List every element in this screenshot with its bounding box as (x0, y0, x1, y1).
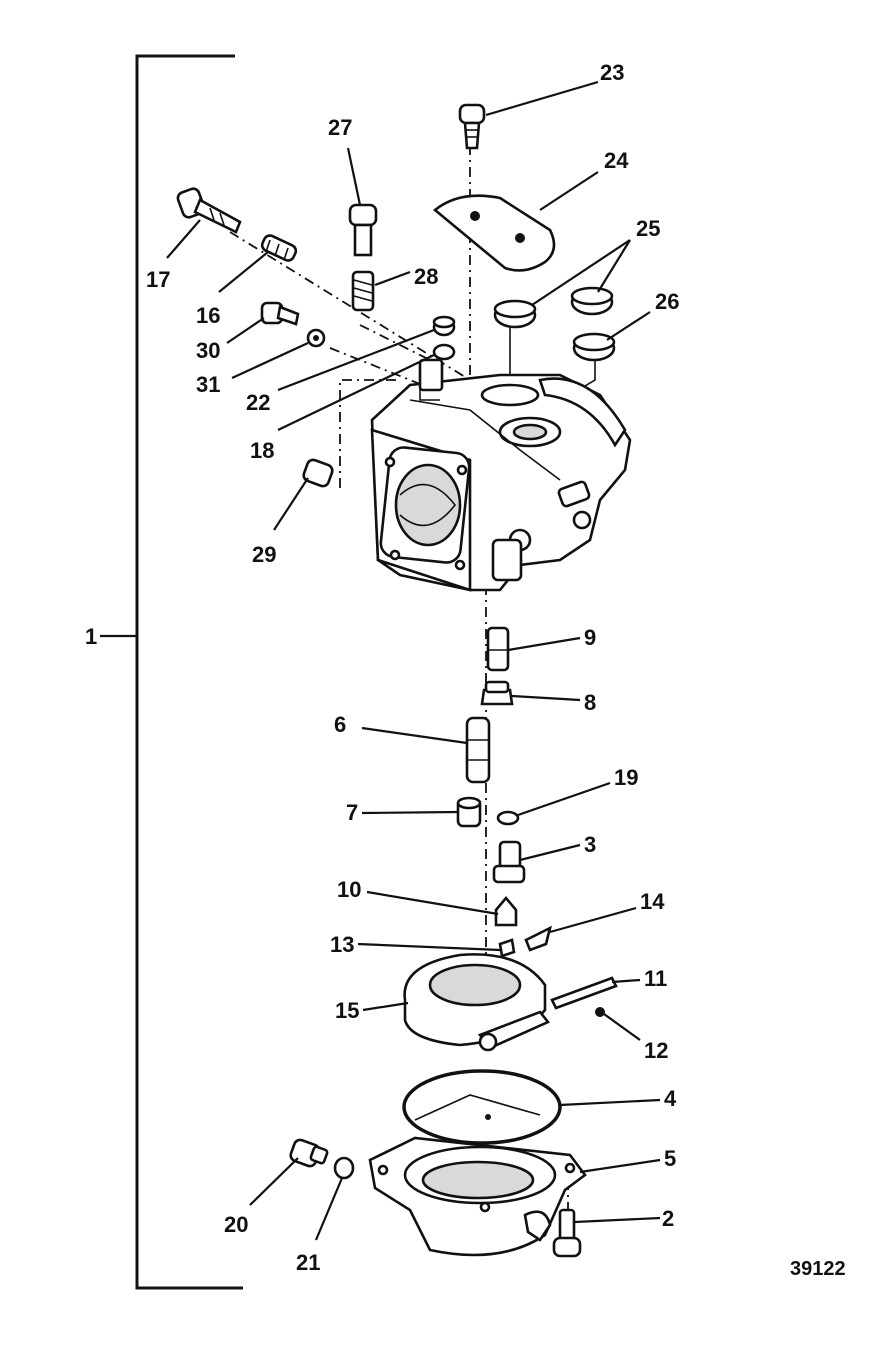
callout-6: 6 (334, 712, 346, 737)
callout-27: 27 (328, 115, 352, 140)
callout-21: 21 (296, 1250, 320, 1275)
callout-26: 26 (655, 289, 679, 314)
jet-holder-8 (480, 680, 514, 706)
callout-7: 7 (346, 800, 358, 825)
float-pin-11 (550, 976, 618, 1010)
callout-9: 9 (584, 625, 596, 650)
plug-22 (432, 315, 456, 337)
screw-23 (458, 103, 486, 150)
screw-27 (348, 203, 378, 257)
float-bowl-gasket-4 (402, 1069, 562, 1145)
screw-2 (552, 1208, 582, 1258)
clip-13 (498, 938, 516, 958)
fitting-29 (302, 458, 334, 488)
drain-screw-20 (289, 1138, 329, 1168)
callout-3: 3 (584, 832, 596, 857)
screw-12 (595, 1007, 605, 1017)
callout-17: 17 (146, 267, 170, 292)
float-arm-tab-14 (524, 925, 552, 952)
float-15 (403, 953, 551, 1052)
callout-11: 11 (644, 966, 667, 991)
emulsion-tube-6 (465, 716, 491, 784)
callout-22: 22 (246, 390, 270, 415)
pilot-jet-7 (456, 796, 482, 828)
callout-12: 12 (644, 1038, 668, 1063)
alignment-lines (229, 145, 596, 1220)
callout-28: 28 (414, 264, 438, 289)
leader-lines (166, 80, 661, 1241)
callout-19: 19 (614, 765, 638, 790)
figure-number: 39122 (790, 1258, 846, 1280)
callout-18: 18 (250, 438, 274, 463)
callout-14: 14 (640, 889, 665, 914)
callout-1: 1 (85, 624, 97, 649)
callout-20: 20 (224, 1212, 248, 1237)
float-bowl-5 (368, 1136, 587, 1257)
callout-15: 15 (335, 998, 359, 1023)
callout-31: 31 (196, 372, 220, 397)
washer-31 (306, 328, 326, 348)
callout-13: 13 (330, 932, 354, 957)
plug-26 (572, 332, 616, 362)
plugs-25 (493, 286, 614, 329)
callout-16: 16 (196, 303, 220, 328)
callout-29: 29 (252, 542, 276, 567)
callout-8: 8 (584, 690, 596, 715)
callout-10: 10 (337, 877, 361, 902)
callout-25: 25 (636, 216, 660, 241)
callout-23: 23 (600, 60, 624, 85)
gasket-21 (333, 1156, 355, 1180)
callout-2: 2 (662, 1206, 674, 1231)
pilot-screw-17 (176, 187, 242, 234)
callout-24: 24 (604, 148, 629, 173)
needle-valve-10 (494, 895, 518, 927)
carburetor-body (370, 358, 632, 592)
assembly-bracket (100, 54, 243, 1290)
callout-5: 5 (664, 1146, 676, 1171)
callout-labels: 1 2 3 4 5 6 7 8 9 10 11 12 13 14 15 16 1… (85, 60, 679, 1275)
main-jet-3 (492, 840, 526, 884)
screw-30 (260, 301, 300, 326)
callout-30: 30 (196, 338, 220, 363)
spring-16 (260, 234, 298, 262)
o-ring-19 (496, 810, 520, 826)
callout-4: 4 (664, 1086, 677, 1111)
main-nozzle-9 (486, 626, 510, 672)
plug-18 (432, 343, 456, 361)
spring-28 (351, 270, 375, 312)
cover-plate-24 (432, 194, 556, 272)
